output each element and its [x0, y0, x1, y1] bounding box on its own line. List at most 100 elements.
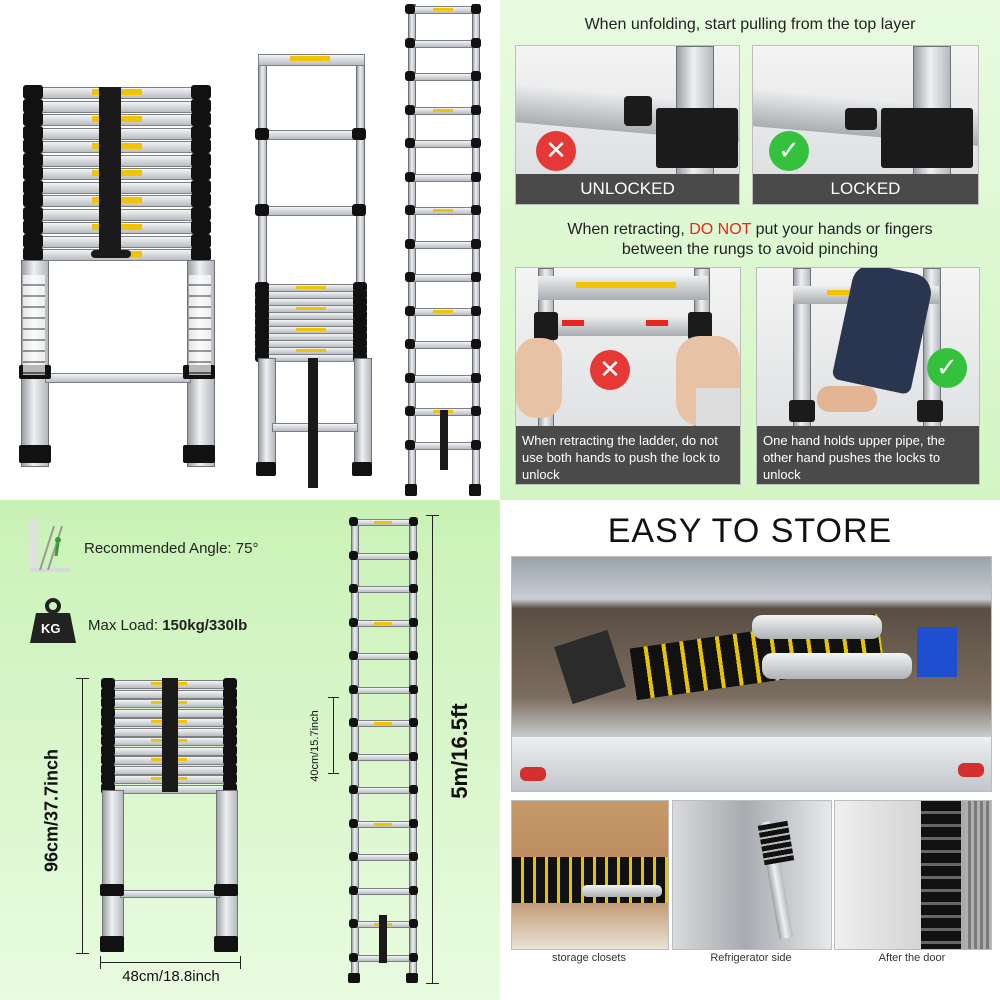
extended-height-line: [432, 515, 433, 983]
ladder-rung: [353, 753, 415, 761]
ladder-rung-cap: [191, 125, 211, 140]
ladder-rung-cap: [23, 166, 43, 180]
ladder-rung-cap: [101, 706, 115, 718]
ladder-label-sticker: [433, 309, 453, 313]
width-line: [100, 962, 240, 963]
ladder-rung: [353, 887, 415, 895]
ladder-rung-cap: [255, 338, 269, 348]
unfold-instruction-heading: When unfolding, start pulling from the t…: [584, 16, 916, 33]
car-trunk-photo: [511, 556, 992, 792]
ladder-rung: [353, 686, 415, 694]
max-load-label: Max Load: 150kg/330lb: [88, 617, 247, 634]
ladder-rung: [410, 173, 478, 182]
ladder-label-sticker: [374, 521, 392, 524]
ladder-rung-cap: [353, 331, 367, 341]
ladder-rung-cap: [471, 372, 481, 383]
ladder-rung-cap: [191, 85, 211, 99]
ladder-label-sticker: [433, 209, 453, 212]
ladder-rung-cap: [23, 112, 43, 126]
ladder-rung: [353, 854, 415, 861]
ladder-rung-cap: [348, 718, 358, 727]
ladder-rung-cap: [405, 37, 415, 48]
collapsed-height-label: 96cm/37.7inch: [41, 748, 62, 873]
ladder-rung-cap: [191, 112, 211, 126]
ladder-rung-cap: [471, 138, 481, 148]
ladder-rung: [410, 240, 478, 249]
weight-kg-icon: KG: [28, 597, 78, 645]
ladder-rung-cap: [348, 651, 358, 660]
ladder-rung-cap: [471, 406, 481, 416]
collapsed-ladder-image: [15, 85, 225, 470]
ladder-label-sticker: [296, 307, 326, 310]
ladder-rung-cap: [405, 104, 415, 115]
ladder-rung-cap: [23, 98, 43, 113]
ladder-rung-cap: [471, 37, 481, 48]
ladder-rung-cap: [223, 687, 237, 699]
ladder-rung-cap: [223, 697, 237, 708]
ladder-rung-cap: [191, 152, 211, 167]
cross-icon: ✕: [590, 350, 630, 390]
ladder-rung-cap: [471, 71, 481, 81]
ladder-rung-cap: [101, 678, 115, 689]
ladder-rung-cap: [348, 550, 358, 560]
correct-retract-description: One hand holds upper pipe, the other han…: [757, 426, 979, 484]
storage-location-closets: storage closets: [552, 952, 626, 964]
ladder-rung-cap: [471, 272, 481, 282]
ladder-rung-cap: [223, 782, 237, 794]
ladder-rung-cap: [23, 179, 43, 194]
ladder-label-sticker: [374, 621, 392, 625]
storage-location-after-door: After the door: [878, 952, 946, 964]
max-load-prefix: Max Load:: [88, 617, 163, 634]
ladder-rung-cap: [408, 919, 418, 928]
ladder-rung-cap: [223, 706, 237, 718]
rung-spacing-label: 40cm/15.7inch: [309, 710, 321, 782]
ladder-rung-cap: [101, 725, 115, 737]
ladder-rung-cap: [23, 125, 43, 140]
ladder-rung-cap: [23, 152, 43, 167]
ladder-rung-cap: [255, 310, 269, 320]
ladder-rung-cap: [408, 517, 418, 526]
collapsed-ladder-dimension-image: [98, 678, 242, 958]
ladder-rung-cap: [353, 338, 367, 348]
kg-icon-text: KG: [41, 621, 61, 636]
retract-instruction-heading: When retracting, DO NOT put your hands o…: [510, 220, 990, 260]
ladder-rung-cap: [408, 617, 418, 627]
ladder-rung-cap: [353, 345, 367, 355]
ladder-rung-cap: [255, 345, 269, 355]
ladder-rung-cap: [101, 716, 115, 727]
ladder-rung-cap: [405, 339, 415, 349]
partially-extended-ladder-image: [250, 48, 380, 488]
refrigerator-side-photo: [672, 800, 832, 950]
ladder-rung-cap: [223, 744, 237, 756]
ladder-label-sticker: [296, 328, 326, 331]
ladder-rung-cap: [223, 678, 237, 689]
ladder-rung-cap: [191, 233, 211, 248]
ladder-rung-cap: [353, 317, 367, 327]
ladder-rung-cap: [408, 584, 418, 593]
ladder-rung-cap: [405, 4, 415, 14]
ladder-rung-cap: [408, 651, 418, 660]
ladder-rung: [410, 140, 478, 148]
rung-spacing-line: [333, 697, 334, 773]
ladder-rung-cap: [191, 220, 211, 234]
ladder-rung-cap: [191, 98, 211, 113]
ladder-rung-cap: [471, 205, 481, 215]
ladder-rung: [353, 586, 415, 593]
ladder-label-sticker: [296, 286, 326, 289]
ladder-label-sticker: [433, 8, 453, 11]
ladder-rung-cap: [191, 166, 211, 180]
ladder-rung-cap: [405, 238, 415, 249]
ladder-rung-cap: [471, 305, 481, 316]
locked-label: LOCKED: [753, 174, 978, 204]
unlocked-photo: ✕ UNLOCKED: [515, 45, 740, 205]
ladder-rung-cap: [23, 247, 43, 261]
ladder-rung-cap: [191, 193, 211, 207]
ladder-rung-cap: [471, 439, 481, 450]
ladder-rung-cap: [405, 305, 415, 316]
fully-extended-ladder-image: [400, 0, 490, 500]
ladder-rung-cap: [223, 754, 237, 765]
after-door-photo: [834, 800, 992, 950]
ladder-rung-cap: [471, 171, 481, 182]
ladder-rung-cap: [405, 372, 415, 383]
ladder-rung-cap: [353, 324, 367, 334]
